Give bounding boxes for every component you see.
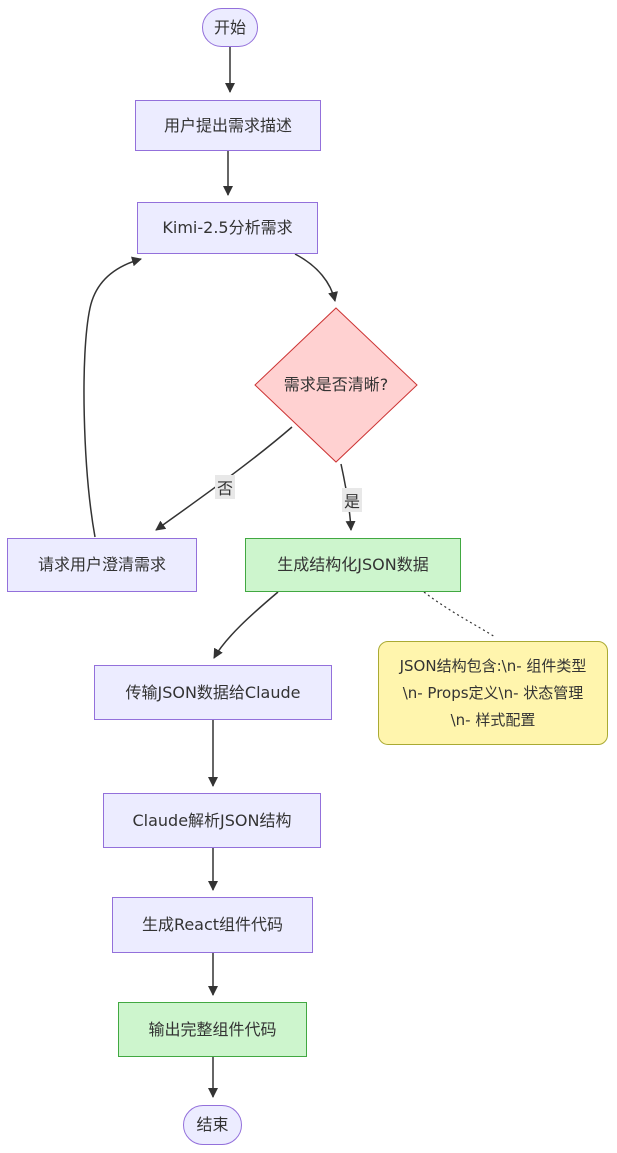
node-parse: Claude解析JSON结构 [103, 793, 321, 848]
edge-label-yes: 是 [341, 488, 363, 512]
note-line: \n- Props定义\n- 状态管理 [402, 683, 584, 702]
note-line: JSON结构包含:\n- 组件类型 [399, 656, 587, 675]
decision-diamond-shape [254, 307, 418, 463]
node-react-code: 生成React组件代码 [112, 897, 313, 953]
node-start: 开始 [202, 8, 258, 47]
edge-label-no: 否 [214, 475, 236, 499]
node-output: 输出完整组件代码 [118, 1002, 307, 1057]
node-clarify: 请求用户澄清需求 [7, 538, 197, 592]
edge-clarify-loop-to-analyze [83, 256, 142, 538]
edge-generate-json-to-transmit [213, 591, 279, 659]
note-json-structure: JSON结构包含:\n- 组件类型 \n- Props定义\n- 状态管理 \n… [378, 641, 608, 745]
note-line: \n- 样式配置 [450, 710, 536, 729]
node-end: 结束 [183, 1105, 242, 1145]
node-analyze: Kimi-2.5分析需求 [137, 202, 318, 254]
node-requirement: 用户提出需求描述 [135, 100, 321, 151]
node-transmit: 传输JSON数据给Claude [94, 665, 332, 720]
edge-analyze-to-decision [294, 253, 338, 302]
edge-generate-json-to-note [423, 591, 496, 638]
node-generate-json: 生成结构化JSON数据 [245, 538, 461, 592]
node-decision-label: 需求是否清晰? [283, 375, 389, 394]
